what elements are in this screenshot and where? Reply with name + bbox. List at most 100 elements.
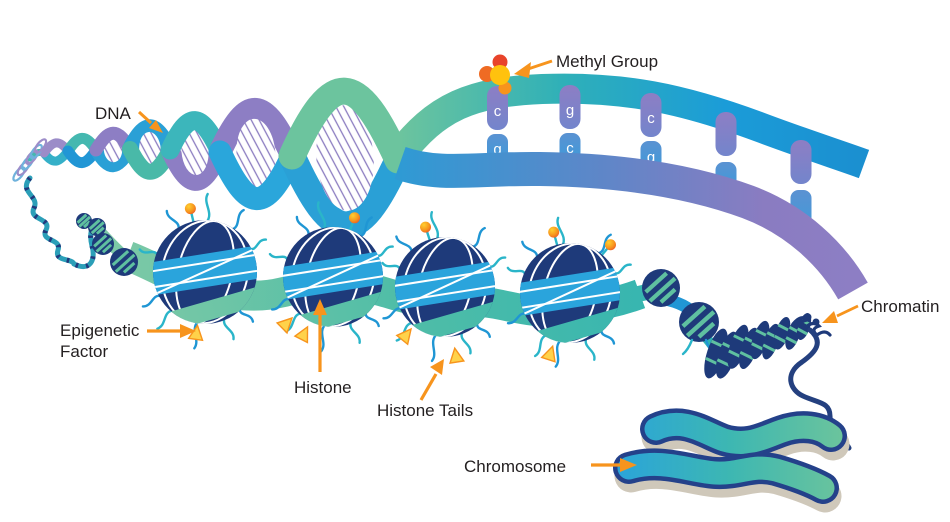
methyl-dot-icon bbox=[604, 239, 616, 251]
histone bbox=[381, 211, 507, 364]
chromatin-coil bbox=[704, 313, 832, 379]
bead-stripe bbox=[111, 249, 130, 267]
dna-arrow bbox=[137, 110, 153, 125]
histone-tail bbox=[506, 266, 527, 277]
chromatin-arrow bbox=[836, 304, 859, 318]
methyl-group-arrow bbox=[527, 59, 553, 71]
chromatin-fiber-twist bbox=[23, 176, 96, 270]
histone-tails-arrowhead-icon bbox=[430, 359, 444, 375]
disc-stripe bbox=[762, 343, 776, 353]
histone-tail bbox=[470, 226, 486, 249]
dna-hatch-window bbox=[236, 118, 276, 190]
histone bbox=[138, 192, 268, 350]
disc-stripe bbox=[785, 336, 798, 345]
dna-strand bbox=[278, 142, 412, 239]
epigenetic-factor-label: Epigenetic bbox=[60, 321, 140, 340]
band-line bbox=[153, 244, 257, 299]
band-line bbox=[153, 268, 257, 290]
bead-stripe bbox=[697, 321, 716, 339]
bead-stripe bbox=[101, 243, 113, 254]
band-line bbox=[283, 258, 383, 279]
methyl-group-arrowhead-icon bbox=[514, 62, 531, 78]
base-letter: g bbox=[566, 102, 574, 119]
histone-arrowhead-icon bbox=[313, 299, 327, 315]
bead-stripe bbox=[95, 237, 113, 253]
histone-tail bbox=[486, 256, 507, 268]
histone-tail bbox=[430, 211, 440, 241]
band-line bbox=[283, 273, 383, 294]
nucleosome-chain bbox=[76, 192, 719, 368]
bead-stripe bbox=[82, 220, 91, 229]
histone-tail bbox=[156, 309, 175, 330]
coil-loop bbox=[25, 149, 39, 165]
bead-stripe bbox=[95, 226, 105, 235]
histone-tail bbox=[205, 192, 211, 224]
band-line bbox=[520, 274, 620, 295]
bead-stripe bbox=[88, 218, 101, 231]
dna-hatch-window bbox=[181, 127, 209, 175]
dna-label: DNA bbox=[95, 104, 132, 123]
dna-strand bbox=[208, 140, 304, 210]
disc-stripe bbox=[751, 342, 765, 352]
chromosome-label: Chromosome bbox=[464, 457, 566, 476]
methyl-dot-icon bbox=[349, 212, 361, 224]
histone-tail bbox=[612, 263, 632, 275]
base-letter: g bbox=[493, 141, 501, 158]
dna-strand bbox=[208, 98, 304, 168]
bead-stripe bbox=[114, 253, 136, 273]
histone-tail bbox=[554, 338, 562, 368]
epigenetic-factor-icon bbox=[275, 316, 294, 335]
dna-base-rungs: c g g c c g bbox=[487, 85, 812, 232]
histone-tail bbox=[268, 252, 290, 262]
dna-bottom-strand bbox=[394, 146, 868, 300]
chromosome-shape bbox=[613, 408, 850, 513]
epigenetic-factor-icon bbox=[395, 327, 413, 346]
bead-stripe bbox=[659, 287, 677, 304]
histone-tail bbox=[381, 261, 402, 271]
histone-tails-label: Histone Tails bbox=[377, 401, 473, 420]
base-letter: c bbox=[494, 103, 502, 120]
coil-loop bbox=[29, 143, 43, 160]
dna-strand bbox=[278, 77, 412, 174]
epigenetic-factor-icon bbox=[540, 344, 556, 363]
band-line bbox=[395, 260, 495, 313]
histone-tail bbox=[222, 316, 235, 341]
base-top bbox=[790, 140, 812, 184]
histone-tail bbox=[521, 240, 539, 260]
histone-tail bbox=[364, 310, 380, 328]
histone-tail bbox=[681, 338, 694, 356]
disc-core bbox=[785, 320, 801, 350]
dna-ladder: c g g c c g bbox=[385, 73, 870, 300]
histone-tail bbox=[295, 215, 310, 238]
condensed-dna-coil bbox=[12, 138, 48, 182]
bead-stripe bbox=[648, 276, 677, 303]
methyl-dot-icon bbox=[184, 203, 196, 215]
disc-stripe bbox=[773, 334, 787, 344]
histone-tail bbox=[316, 201, 327, 232]
base-top bbox=[559, 85, 581, 129]
disc-stripe bbox=[777, 323, 790, 332]
disc-core bbox=[704, 328, 728, 379]
methyl-group-icon bbox=[479, 54, 512, 95]
histone-tail bbox=[475, 321, 491, 338]
chromosome-arm bbox=[644, 412, 843, 455]
nucleosome-bead bbox=[679, 302, 719, 342]
base-pair-rung: g c bbox=[559, 85, 581, 160]
bead-stripe bbox=[122, 261, 136, 274]
base-top bbox=[640, 93, 662, 137]
chromatin-disc bbox=[773, 316, 791, 350]
bead-stripe bbox=[685, 310, 716, 338]
histone-tails-arrow bbox=[419, 373, 438, 401]
epigenetic-factor-icon bbox=[293, 325, 309, 344]
histone bbox=[268, 201, 394, 353]
disc-core bbox=[750, 320, 770, 360]
methyl-sphere bbox=[490, 65, 510, 85]
epigenetic-factor-label: Factor bbox=[60, 342, 109, 361]
band-line bbox=[520, 266, 620, 319]
dna-arrowhead-icon bbox=[149, 120, 163, 133]
base-letter: g bbox=[647, 149, 655, 166]
band-line bbox=[283, 250, 383, 303]
bead-stripe bbox=[78, 215, 91, 228]
histone bbox=[506, 216, 632, 368]
